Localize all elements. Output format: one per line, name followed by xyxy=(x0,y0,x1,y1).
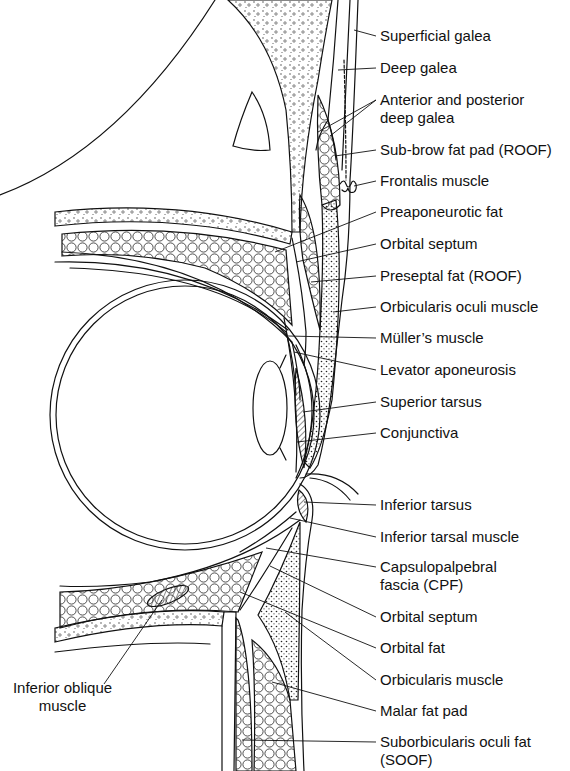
eyelashes xyxy=(306,474,358,500)
part-label: Orbital septum xyxy=(380,608,568,626)
frontal-sinus xyxy=(233,92,270,151)
lens xyxy=(253,361,287,455)
deep-galea xyxy=(328,0,338,120)
leader-line xyxy=(296,244,376,262)
part-label: Inferior oblique muscle xyxy=(0,679,125,715)
frontal-bone xyxy=(228,0,332,232)
leader-line xyxy=(272,682,376,711)
leader-line xyxy=(104,600,162,684)
deep-galea-split xyxy=(316,120,336,160)
leader-line xyxy=(297,433,376,442)
leader-line xyxy=(266,548,376,567)
inferior-tarsus xyxy=(298,490,308,522)
leader-line xyxy=(270,566,376,617)
part-label: Preseptal fat (ROOF) xyxy=(380,267,568,285)
leader-line xyxy=(242,740,376,742)
leader-line xyxy=(303,402,376,412)
part-label: Inferior tarsal muscle xyxy=(380,528,568,546)
part-label: Anterior and posterior deep galea xyxy=(380,91,540,127)
leader-line xyxy=(304,502,376,505)
globe xyxy=(50,280,320,550)
leader-line xyxy=(311,276,376,282)
leader-line xyxy=(354,30,376,36)
superficial-galea xyxy=(342,0,350,170)
mullers-muscle xyxy=(70,268,296,395)
leader-line xyxy=(240,592,376,648)
cranial-inner-line xyxy=(0,0,215,195)
part-label: Superficial galea xyxy=(380,27,568,45)
part-label: Orbicularis muscle xyxy=(380,671,568,689)
leader-line xyxy=(338,68,376,70)
inferior-tarsal-muscle xyxy=(240,512,296,552)
leader-line xyxy=(290,518,376,537)
part-label: Orbital septum xyxy=(380,235,568,253)
maxillary-sinus-line xyxy=(55,643,210,652)
leader-line xyxy=(288,336,376,338)
leader-line xyxy=(285,612,376,680)
orbicularis-oculi xyxy=(304,200,339,468)
conjunctiva-line xyxy=(284,318,297,472)
part-label: Levator aponeurosis xyxy=(380,361,568,379)
levator-aponeurosis xyxy=(62,252,300,400)
part-label: Capsulopalpebral fascia (CPF) xyxy=(380,558,520,594)
part-label: Orbicularis oculi muscle xyxy=(380,298,568,316)
part-label: Müller’s muscle xyxy=(380,329,568,347)
maxilla xyxy=(222,612,236,771)
sclera-inner xyxy=(56,286,314,544)
part-label: Sub-brow fat pad (ROOF) xyxy=(380,141,568,159)
leader-line xyxy=(275,212,376,252)
part-label: Conjunctiva xyxy=(380,424,568,442)
orbital-floor xyxy=(55,611,224,642)
leader-line xyxy=(335,150,376,156)
part-label: Orbital fat xyxy=(380,639,568,657)
iris xyxy=(280,355,286,460)
frontalis-squiggle xyxy=(340,181,356,193)
preseptal-fat xyxy=(299,195,320,330)
part-label: Inferior tarsus xyxy=(380,496,568,514)
part-label: Preaponeurotic fat xyxy=(380,203,568,221)
part-label: Superior tarsus xyxy=(380,393,568,411)
part-label: Suborbicularis oculi fat (SOOF) xyxy=(380,733,535,769)
soof xyxy=(236,618,252,771)
part-label: Deep galea xyxy=(380,59,568,77)
leader-line xyxy=(330,100,376,136)
preaponeurotic-fat xyxy=(62,230,292,325)
leader-line xyxy=(354,181,376,186)
leader-line xyxy=(318,100,376,132)
part-label: Malar fat pad xyxy=(380,702,568,720)
frontalis-muscle xyxy=(344,60,346,180)
part-label: Frontalis muscle xyxy=(380,172,568,190)
lower-orbicularis xyxy=(258,522,300,700)
leader-line xyxy=(294,352,376,370)
leader-line xyxy=(333,307,376,312)
